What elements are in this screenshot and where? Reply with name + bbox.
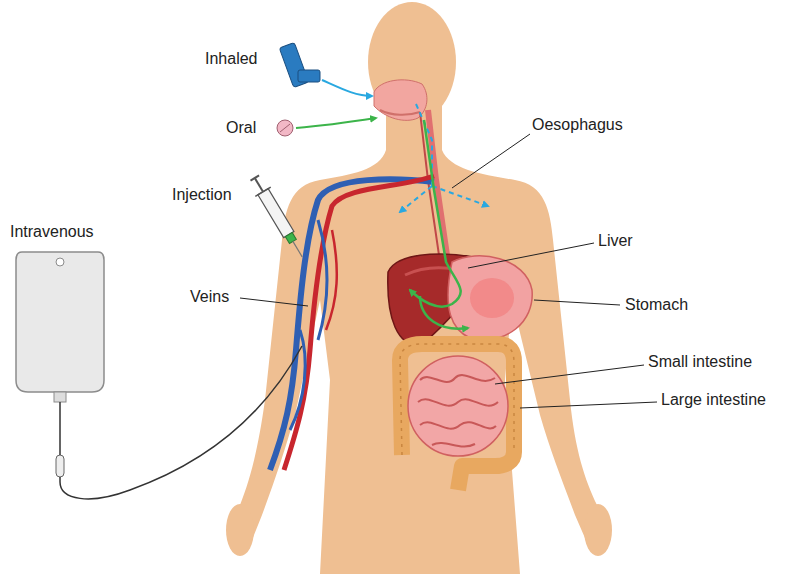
syringe: [255, 178, 263, 192]
syringe: [247, 173, 310, 261]
inhaler: [279, 43, 320, 88]
body-silhouette: [368, 2, 456, 122]
syringe: [285, 233, 296, 244]
inhaled-route: [416, 104, 432, 186]
part-label: Inhaled: [205, 50, 258, 68]
oral-route: [296, 118, 376, 128]
leader-lines: [495, 365, 644, 384]
oral-route: [410, 120, 461, 307]
oral-route: [420, 296, 468, 329]
iv-bag: [16, 252, 302, 499]
leader-lines: [468, 243, 594, 268]
body-silhouette: [232, 150, 605, 574]
leader-lines: [534, 300, 620, 305]
part-label: Oesophagus: [532, 116, 623, 134]
oral-route: [296, 118, 468, 329]
veins: [290, 330, 305, 430]
inhaled-route: [432, 186, 488, 206]
leader-lines: [452, 134, 530, 188]
pill: [280, 124, 290, 132]
part-label: Injection: [172, 186, 232, 204]
large-intestine: [400, 344, 514, 455]
part-label: Small intestine: [648, 353, 752, 371]
inhaled-route: [400, 186, 432, 212]
body-silhouette: [226, 504, 254, 556]
large-intestine: [400, 344, 514, 490]
airway: [380, 110, 420, 115]
small-intestine: [418, 375, 498, 446]
syringe: [258, 189, 294, 238]
leader-lines: [520, 402, 657, 408]
pill: [277, 120, 293, 136]
part-label: Intravenous: [10, 223, 94, 241]
syringe: [293, 241, 302, 256]
part-label: Large intestine: [661, 391, 766, 409]
part-label: Oral: [226, 119, 256, 137]
inhaler: [298, 70, 320, 82]
iv-bag: [56, 258, 64, 266]
large-intestine: [400, 344, 514, 490]
small-intestine: [408, 356, 508, 456]
veins: [326, 230, 337, 330]
airway: [374, 80, 427, 121]
syringe: [251, 175, 260, 180]
inhaled-route: [322, 80, 372, 96]
iv-bag: [54, 392, 66, 402]
iv-bag: [56, 455, 64, 477]
airway: [374, 80, 427, 121]
leader-lines: [240, 298, 308, 306]
part-label: Liver: [598, 232, 633, 250]
iv-bag: [16, 252, 104, 392]
pill: [277, 120, 293, 136]
stomach: [448, 256, 532, 340]
small-intestine: [408, 356, 508, 456]
body-silhouette: [226, 2, 612, 574]
iv-bag: [60, 346, 302, 499]
stomach: [448, 256, 532, 340]
veins: [318, 220, 327, 340]
body-silhouette: [584, 504, 612, 556]
inhaled-route: [322, 80, 488, 212]
part-label: Veins: [190, 288, 229, 306]
leader-lines: [240, 134, 657, 408]
syringe: [255, 187, 270, 196]
part-label: Stomach: [625, 296, 688, 314]
stomach: [470, 278, 514, 318]
